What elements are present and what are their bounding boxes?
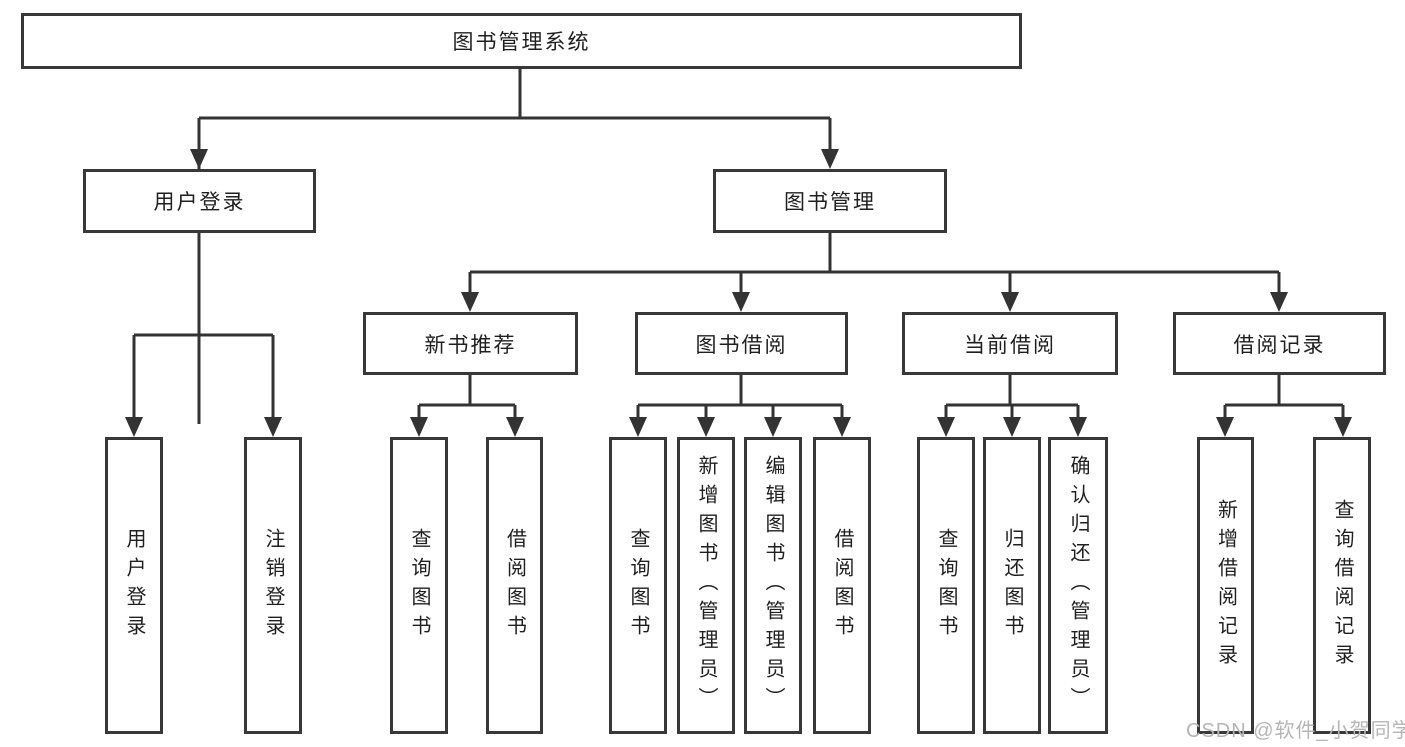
watermark-text: CSDN @软件_小贺同学 xyxy=(1186,720,1405,742)
leaf-edit-books-admin-label: 编辑图书（管理员） xyxy=(762,455,784,716)
arrowhead xyxy=(937,417,955,437)
node-book-borrowing-label: 图书借阅 xyxy=(695,333,788,357)
arrowhead xyxy=(1069,417,1087,437)
node-book-management-branch: 图书管理 xyxy=(713,169,947,233)
leaf-user-login: 用户登录 xyxy=(105,437,163,734)
leaf-return-books-label: 归还图书 xyxy=(1001,527,1023,644)
leaf-confirm-return-admin-label: 确认归还（管理员） xyxy=(1067,455,1089,716)
connector-user-login-split xyxy=(132,234,275,420)
arrowhead xyxy=(264,417,282,437)
arrowhead xyxy=(1334,417,1352,437)
connector-borrow-records-split xyxy=(1223,375,1345,420)
leaf-borrowing-query-books: 查询图书 xyxy=(609,437,667,734)
connector-current-borrow-split xyxy=(944,375,1080,420)
arrowhead xyxy=(1001,292,1019,312)
connector-book-mgmt-split xyxy=(468,233,1281,295)
leaf-query-borrow-record: 查询借阅记录 xyxy=(1313,437,1371,734)
arrowhead xyxy=(410,417,428,437)
node-borrowing-records: 借阅记录 xyxy=(1173,312,1386,375)
arrowhead xyxy=(1003,417,1021,437)
leaf-newbook-query-books-label: 查询图书 xyxy=(408,527,430,644)
arrowhead xyxy=(821,149,839,169)
leaf-current-query-books: 查询图书 xyxy=(917,437,975,734)
arrowhead xyxy=(1216,417,1234,437)
node-borrowing-records-label: 借阅记录 xyxy=(1233,333,1326,357)
leaf-logout-label: 注销登录 xyxy=(262,527,284,644)
leaf-add-books-admin: 新增图书（管理员） xyxy=(677,437,735,734)
leaf-current-query-books-label: 查询图书 xyxy=(935,527,957,644)
leaf-newbook-query-books: 查询图书 xyxy=(390,437,448,734)
leaf-add-borrow-record-label: 新增借阅记录 xyxy=(1214,498,1237,673)
node-user-login-branch: 用户登录 xyxy=(83,169,316,233)
node-root: 图书管理系统 xyxy=(21,13,1022,69)
connector-new-book-split xyxy=(417,375,517,420)
leaf-edit-books-admin: 编辑图书（管理员） xyxy=(744,437,802,734)
leaf-add-books-admin-label: 新增图书（管理员） xyxy=(695,455,717,716)
arrowhead xyxy=(125,417,143,437)
leaf-borrowing-borrow-books-label: 借阅图书 xyxy=(831,527,853,644)
arrowhead xyxy=(629,417,647,437)
node-current-borrowing: 当前借阅 xyxy=(902,312,1118,375)
node-book-management-branch-label: 图书管理 xyxy=(784,191,876,214)
leaf-return-books: 归还图书 xyxy=(983,437,1041,734)
node-new-book-recommend: 新书推荐 xyxy=(363,312,578,375)
arrowhead xyxy=(833,417,851,437)
leaf-confirm-return-admin: 确认归还（管理员） xyxy=(1048,437,1108,734)
leaf-logout: 注销登录 xyxy=(244,437,302,734)
node-current-borrowing-label: 当前借阅 xyxy=(964,333,1056,357)
node-root-label: 图书管理系统 xyxy=(452,31,591,54)
leaf-query-borrow-record-label: 查询借阅记录 xyxy=(1331,498,1353,673)
leaf-user-login-label: 用户登录 xyxy=(123,527,145,644)
leaf-add-borrow-record: 新增借阅记录 xyxy=(1197,437,1254,734)
arrowhead xyxy=(1270,292,1288,312)
leaf-borrowing-borrow-books: 借阅图书 xyxy=(813,437,871,734)
leaf-newbook-borrow-books: 借阅图书 xyxy=(486,437,543,734)
arrowhead xyxy=(697,417,715,437)
arrowhead xyxy=(461,292,479,312)
connector-book-borrow-split xyxy=(636,375,844,420)
arrowhead xyxy=(190,149,208,169)
leaf-newbook-borrow-books-label: 借阅图书 xyxy=(503,527,526,644)
arrowhead xyxy=(764,417,782,437)
node-book-borrowing: 图书借阅 xyxy=(635,312,848,375)
arrowhead xyxy=(732,292,750,312)
arrowhead xyxy=(506,417,524,437)
node-user-login-branch-label: 用户登录 xyxy=(153,191,246,214)
node-new-book-recommend-label: 新书推荐 xyxy=(424,333,517,357)
leaf-borrowing-query-books-label: 查询图书 xyxy=(627,527,649,644)
